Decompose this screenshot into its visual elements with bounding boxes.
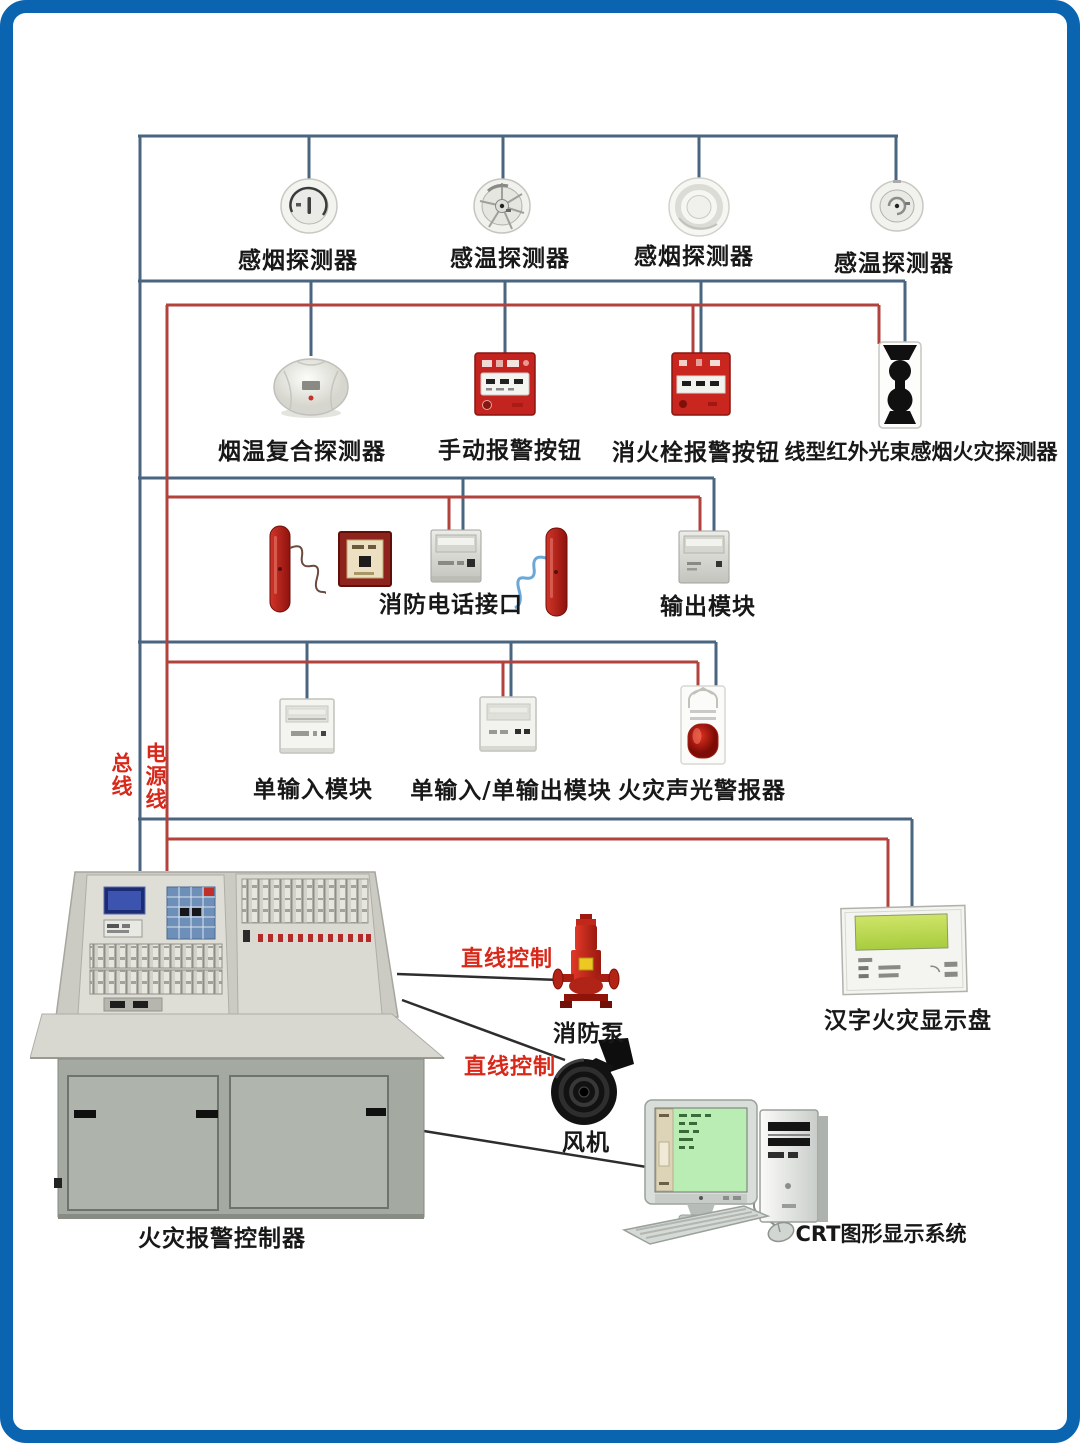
io-module: [479, 696, 537, 752]
combo-detector: [273, 358, 349, 418]
label-display-panel: 汉字火灾显示盘: [824, 1008, 992, 1034]
label-crt-system: CRT图形显示系统: [795, 1222, 967, 1246]
control-wire-pump: [396, 972, 561, 982]
control-wire-fan: [401, 998, 566, 1062]
label-combo-detector: 烟温复合探测器: [218, 439, 386, 465]
label-phone-interface: 消防电话接口: [379, 592, 523, 618]
phone-handset-1: [269, 525, 326, 613]
heat-detector-2: [870, 180, 924, 232]
beam-detector: [878, 341, 922, 429]
fan-blower: [551, 1038, 634, 1125]
label-fan: 风机: [562, 1130, 610, 1156]
control-console: [30, 871, 446, 1219]
label-io-module: 单输入/单输出模块: [410, 778, 612, 804]
crt-mouse: [767, 1221, 795, 1243]
input-module: [279, 698, 335, 754]
heat-detector-1: [473, 178, 531, 234]
label-heat-detector-2: 感温探测器: [834, 251, 954, 277]
phone-interface-module: [430, 529, 482, 583]
label-strobe-alarm: 火灾声光警报器: [618, 778, 786, 804]
phone-jack: [338, 531, 392, 587]
label-smoke-detector-1: 感烟探测器: [238, 248, 358, 274]
label-controller: 火灾报警控制器: [138, 1226, 306, 1252]
crt-keyboard: [621, 1205, 771, 1245]
label-power-line: 电源线: [143, 742, 167, 811]
crt-monitor: [644, 1099, 758, 1223]
label-pump: 消防泵: [553, 1021, 625, 1047]
phone-handset-2: [514, 527, 568, 617]
label-direct-control-1: 直线控制: [460, 947, 554, 972]
hydrant-button: [671, 352, 731, 416]
display-panel-device: [840, 904, 968, 996]
label-hydrant-button: 消火栓报警按钮: [612, 440, 780, 466]
control-wire-crt: [398, 1125, 654, 1170]
output-module: [678, 530, 730, 584]
manual-call-point: [474, 352, 536, 416]
label-output-module: 输出模块: [660, 594, 756, 620]
fire-pump: [552, 914, 620, 1008]
strobe-alarm: [680, 685, 726, 765]
label-beam-detector: 线型红外光束感烟火灾探测器: [784, 440, 1058, 464]
label-smoke-detector-2: 感烟探测器: [634, 244, 754, 270]
smoke-detector-2: [668, 177, 730, 237]
label-manual-call-point: 手动报警按钮: [438, 438, 582, 464]
label-direct-control-2: 直线控制: [463, 1055, 557, 1080]
label-input-module: 单输入模块: [253, 777, 373, 803]
crt-tower: [759, 1109, 828, 1223]
label-heat-detector-1: 感温探测器: [450, 246, 570, 272]
label-bus-line: 总线: [109, 752, 133, 798]
smoke-detector-1: [280, 178, 338, 234]
